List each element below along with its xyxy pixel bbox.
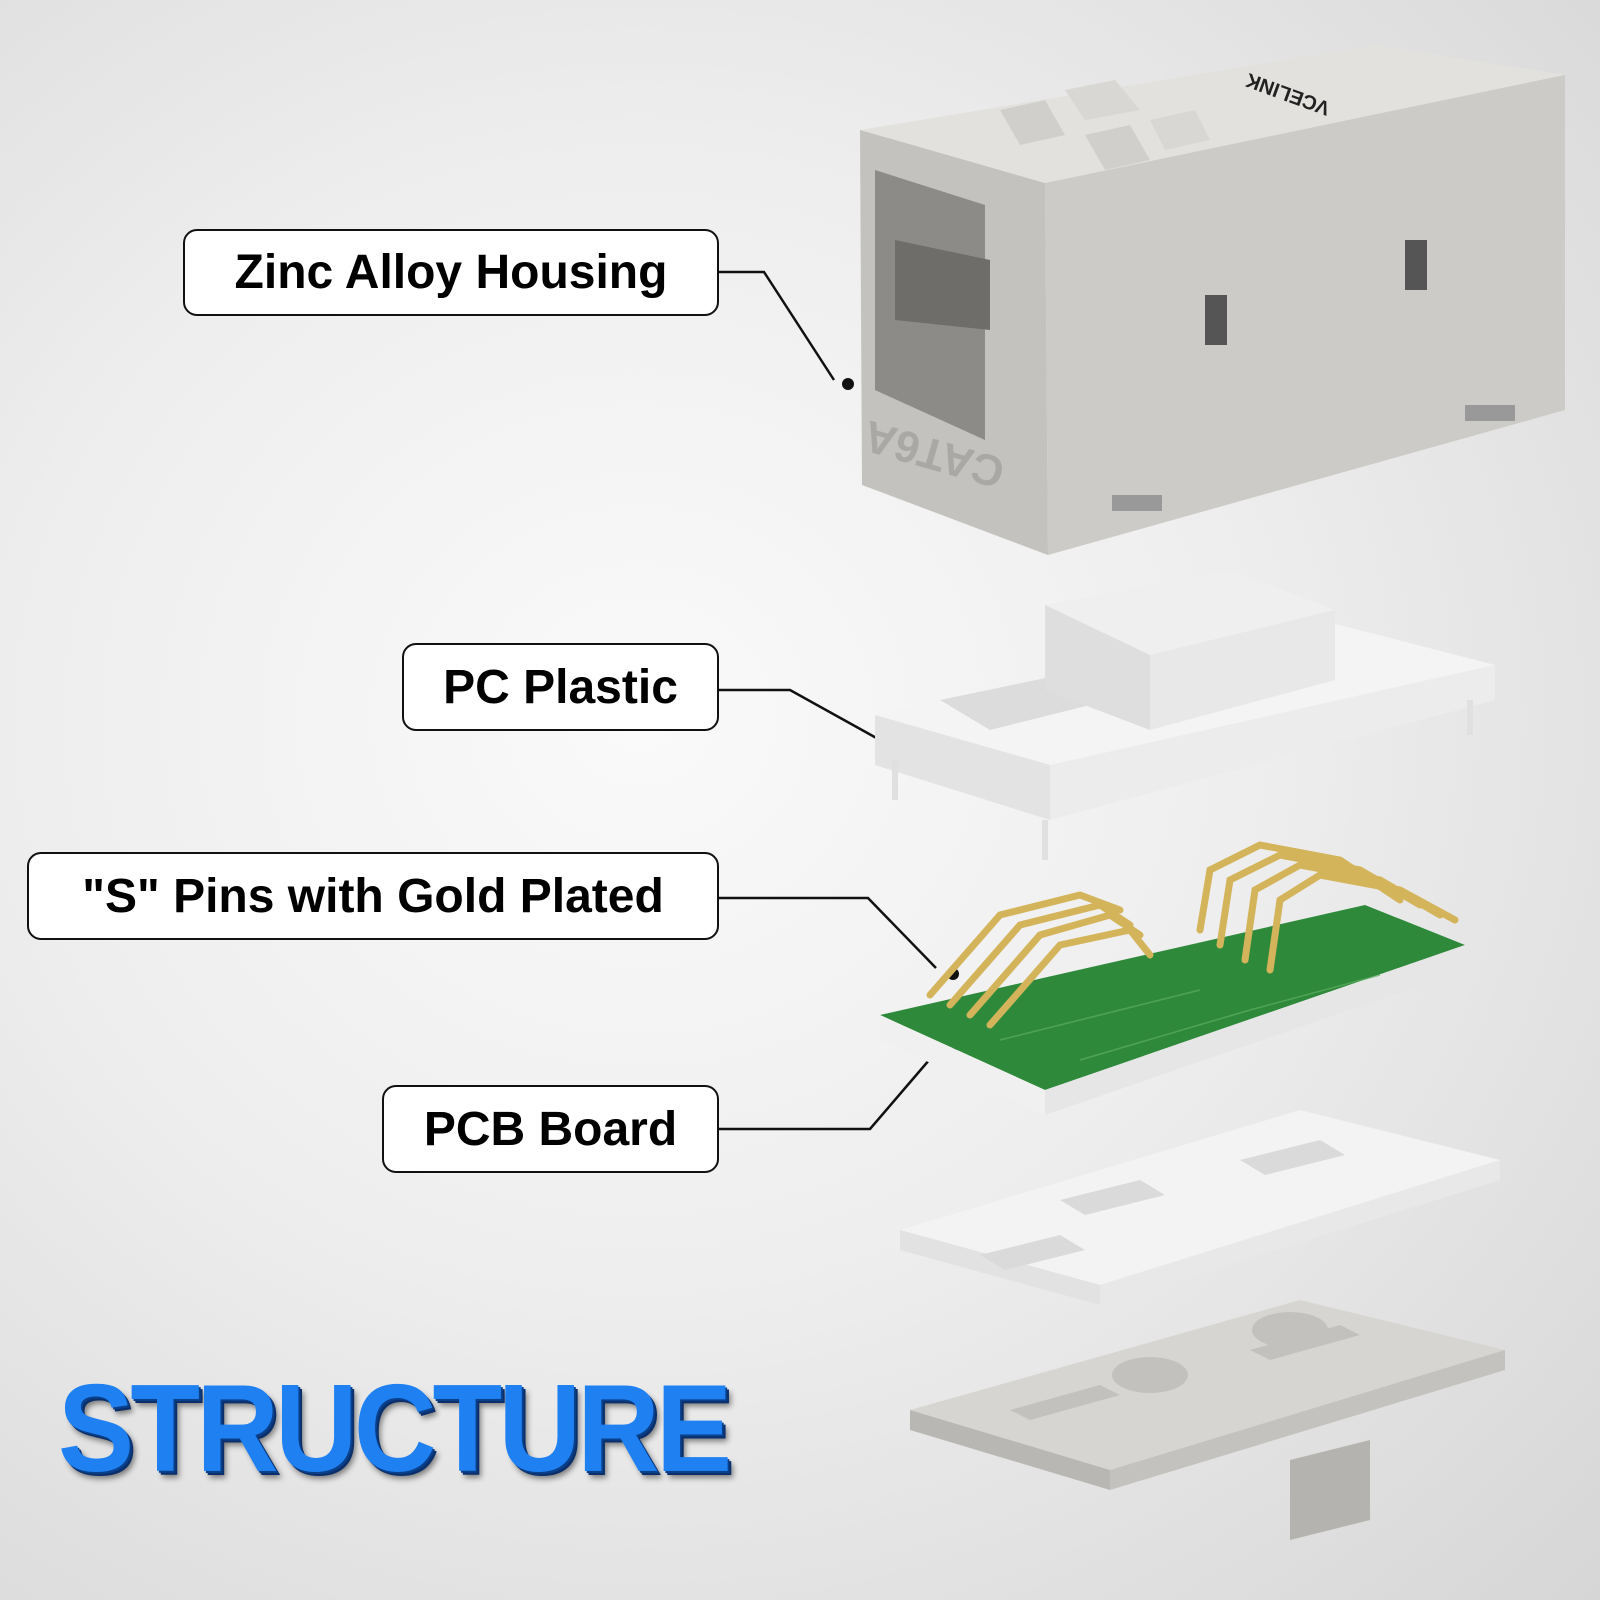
- leader-lines: [719, 270, 937, 1131]
- structure-title: STRUCTURE: [58, 1360, 732, 1498]
- leader-housing: [719, 270, 836, 381]
- label-s-pins-gold-plated: "S" Pins with Gold Plated: [27, 852, 719, 940]
- leader-dot: [842, 378, 854, 390]
- leader-pcb: [719, 1051, 937, 1131]
- gold-s-pins: [926, 841, 1459, 1029]
- plastic-base-plate: [900, 1110, 1500, 1305]
- pcb-board: [880, 905, 1465, 1115]
- zinc-alloy-housing: CAT6A VCELINK: [858, 45, 1565, 555]
- pc-plastic-part: [875, 570, 1495, 860]
- leader-plastic: [719, 688, 881, 742]
- label-zinc-alloy-housing: Zinc Alloy Housing: [183, 229, 719, 316]
- label-pc-plastic: PC Plastic: [402, 643, 719, 731]
- leader-pins: [719, 896, 937, 969]
- label-pcb-board: PCB Board: [382, 1085, 719, 1173]
- metal-bottom-shield: [910, 1300, 1505, 1540]
